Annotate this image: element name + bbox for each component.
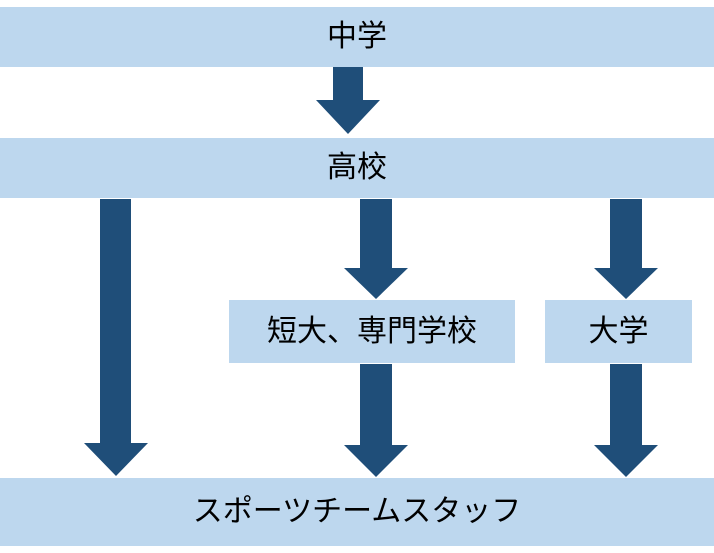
arrow-high-to-staff bbox=[84, 199, 148, 476]
arrow-junior-college-to-staff bbox=[344, 364, 408, 477]
node-sports-staff: スポーツチームスタッフ bbox=[0, 478, 714, 546]
node-high-school-label: 高校 bbox=[327, 150, 387, 185]
node-middle-school-label: 中学 bbox=[327, 19, 387, 54]
arrow-middle-to-high bbox=[316, 67, 380, 134]
node-high-school: 高校 bbox=[0, 138, 714, 198]
node-sports-staff-label: スポーツチームスタッフ bbox=[192, 494, 522, 529]
arrow-high-to-junior-college bbox=[344, 199, 408, 299]
node-junior-college-label: 短大、専門学校 bbox=[267, 313, 477, 349]
arrow-university-to-staff bbox=[594, 364, 658, 477]
node-university: 大学 bbox=[545, 300, 692, 363]
node-middle-school: 中学 bbox=[0, 7, 714, 67]
node-university-label: 大学 bbox=[588, 313, 649, 349]
node-junior-college: 短大、専門学校 bbox=[229, 300, 515, 363]
arrow-high-to-university bbox=[594, 199, 658, 299]
